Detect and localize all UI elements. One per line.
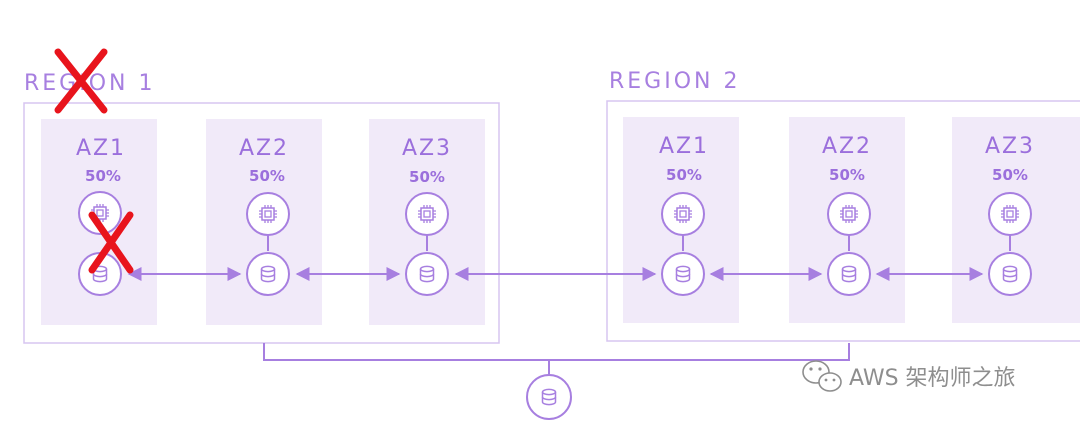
az-percent: 50% xyxy=(666,166,702,184)
az-percent: 50% xyxy=(85,167,121,185)
database-icon xyxy=(827,252,871,296)
watermark: AWS 架构师之旅 xyxy=(802,360,1016,392)
az-label: AZ3 xyxy=(402,136,452,161)
cpu-icon xyxy=(78,191,122,235)
az-percent: 50% xyxy=(829,166,865,184)
az-label: AZ2 xyxy=(239,136,289,161)
az-label: AZ3 xyxy=(985,134,1035,159)
failure-marks xyxy=(54,48,134,274)
az-percent: 50% xyxy=(249,167,285,185)
cpu-icon xyxy=(405,192,449,236)
az-label: AZ1 xyxy=(76,136,126,161)
cpu-icon xyxy=(661,192,705,236)
wechat-icon xyxy=(802,360,842,392)
compute-db-links xyxy=(267,235,1011,251)
database-icon xyxy=(661,252,705,296)
az-panel-r1-az3: AZ3 50% xyxy=(369,119,485,325)
shared-db-connector xyxy=(263,343,850,374)
cpu-icon xyxy=(246,192,290,236)
database-icon xyxy=(405,252,449,296)
region-2-label: REGION 2 xyxy=(609,69,741,94)
shared-database-node xyxy=(526,374,572,420)
region-2-boundary xyxy=(606,100,1080,342)
compute-nodes xyxy=(78,191,1032,236)
az-percent: 50% xyxy=(992,166,1028,184)
cpu-icon xyxy=(827,192,871,236)
database-icon xyxy=(246,252,290,296)
region-1-boundary xyxy=(23,102,500,344)
cpu-icon xyxy=(988,192,1032,236)
region-failure-x-icon xyxy=(54,48,108,114)
az-label: AZ1 xyxy=(659,134,709,159)
watermark-text: AWS 架构师之旅 xyxy=(849,366,1016,391)
database-nodes xyxy=(78,252,1032,296)
az-label: AZ2 xyxy=(822,134,872,159)
database-icon xyxy=(526,374,572,420)
az-failure-x-icon xyxy=(88,211,134,274)
database-icon xyxy=(988,252,1032,296)
az-percent: 50% xyxy=(409,168,445,186)
